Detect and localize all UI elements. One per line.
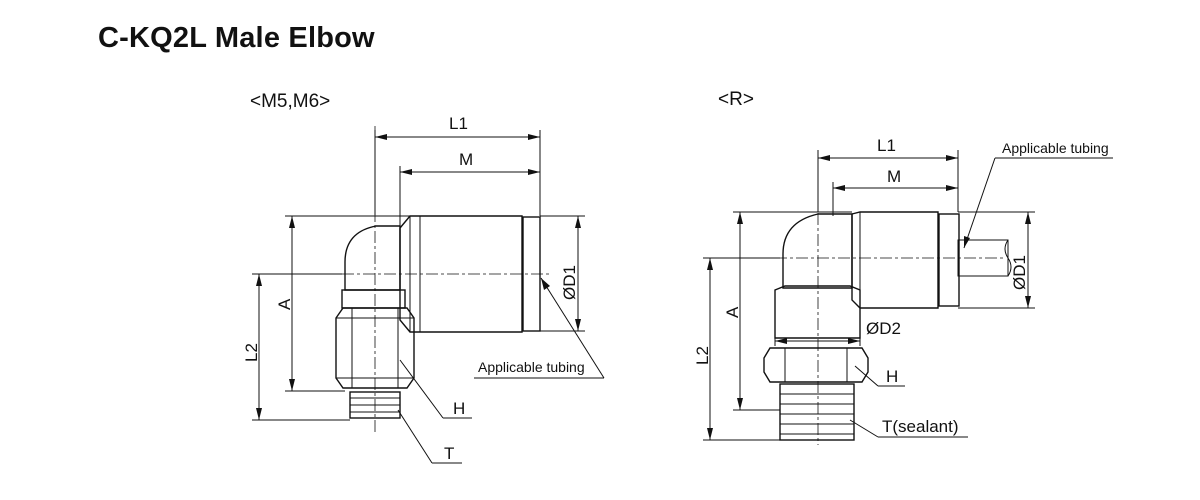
left-tubing-callout: Applicable tubing — [474, 277, 605, 379]
right-hex-nut — [763, 347, 869, 383]
right-view-caption: <R> — [718, 89, 754, 110]
right-elbow-bend — [782, 213, 853, 289]
right-lower-body — [774, 285, 861, 339]
left-stem-collar — [341, 289, 406, 309]
right-release-ring — [938, 213, 960, 307]
left-dim-a: A — [275, 215, 410, 392]
right-dim-a: A — [723, 211, 852, 411]
right-dim-d2-label: ØD2 — [866, 319, 901, 338]
right-dim-d1-label: ØD1 — [1010, 255, 1029, 290]
left-t-label: T — [444, 444, 454, 463]
left-dim-l1-label: L1 — [449, 114, 468, 133]
left-dim-d1-label: ØD1 — [560, 265, 579, 300]
right-h-callout: H — [854, 365, 905, 387]
left-dim-m: M — [399, 150, 541, 226]
right-dim-m: M — [832, 167, 959, 216]
right-view: <R> — [693, 89, 1113, 445]
left-h-callout: H — [399, 359, 472, 419]
right-dim-a-label: A — [723, 306, 742, 318]
right-dim-l1-label: L1 — [877, 136, 896, 155]
left-h-label: H — [453, 399, 465, 418]
left-release-ring — [522, 216, 541, 332]
left-dim-l2: L2 — [242, 273, 350, 421]
right-dim-l2: L2 — [693, 257, 780, 441]
right-dim-d2: ØD2 — [774, 319, 901, 346]
left-t-callout: T — [397, 409, 462, 464]
left-dim-l1: L1 — [374, 114, 541, 215]
left-view-caption: <M5,M6> — [250, 91, 330, 112]
right-dim-l1: L1 — [817, 136, 959, 212]
page-title: C-KQ2L Male Elbow — [98, 22, 375, 54]
right-tubing-label: Applicable tubing — [1002, 140, 1109, 156]
right-t-label: T(sealant) — [882, 417, 959, 436]
right-t-callout: T(sealant) — [849, 417, 968, 438]
left-dim-m-label: M — [459, 150, 473, 169]
left-tubing-label: Applicable tubing — [478, 359, 585, 375]
left-elbow-bend — [344, 225, 401, 291]
right-dim-m-label: M — [887, 167, 901, 186]
left-dim-d1: ØD1 — [540, 215, 585, 332]
left-dim-l2-label: L2 — [242, 343, 261, 362]
left-body-sleeve — [399, 215, 523, 333]
right-tubing-callout: Applicable tubing — [963, 140, 1113, 249]
right-body-sleeve — [851, 211, 939, 309]
left-fitting-body — [335, 215, 541, 419]
right-fitting-body — [763, 211, 960, 441]
left-dim-a-label: A — [275, 298, 294, 310]
left-view: <M5,M6> — [242, 91, 605, 464]
right-h-label: H — [886, 367, 898, 386]
right-male-thread — [779, 383, 855, 441]
right-dim-l2-label: L2 — [693, 346, 712, 365]
right-dim-d1: ØD1 — [958, 211, 1035, 309]
